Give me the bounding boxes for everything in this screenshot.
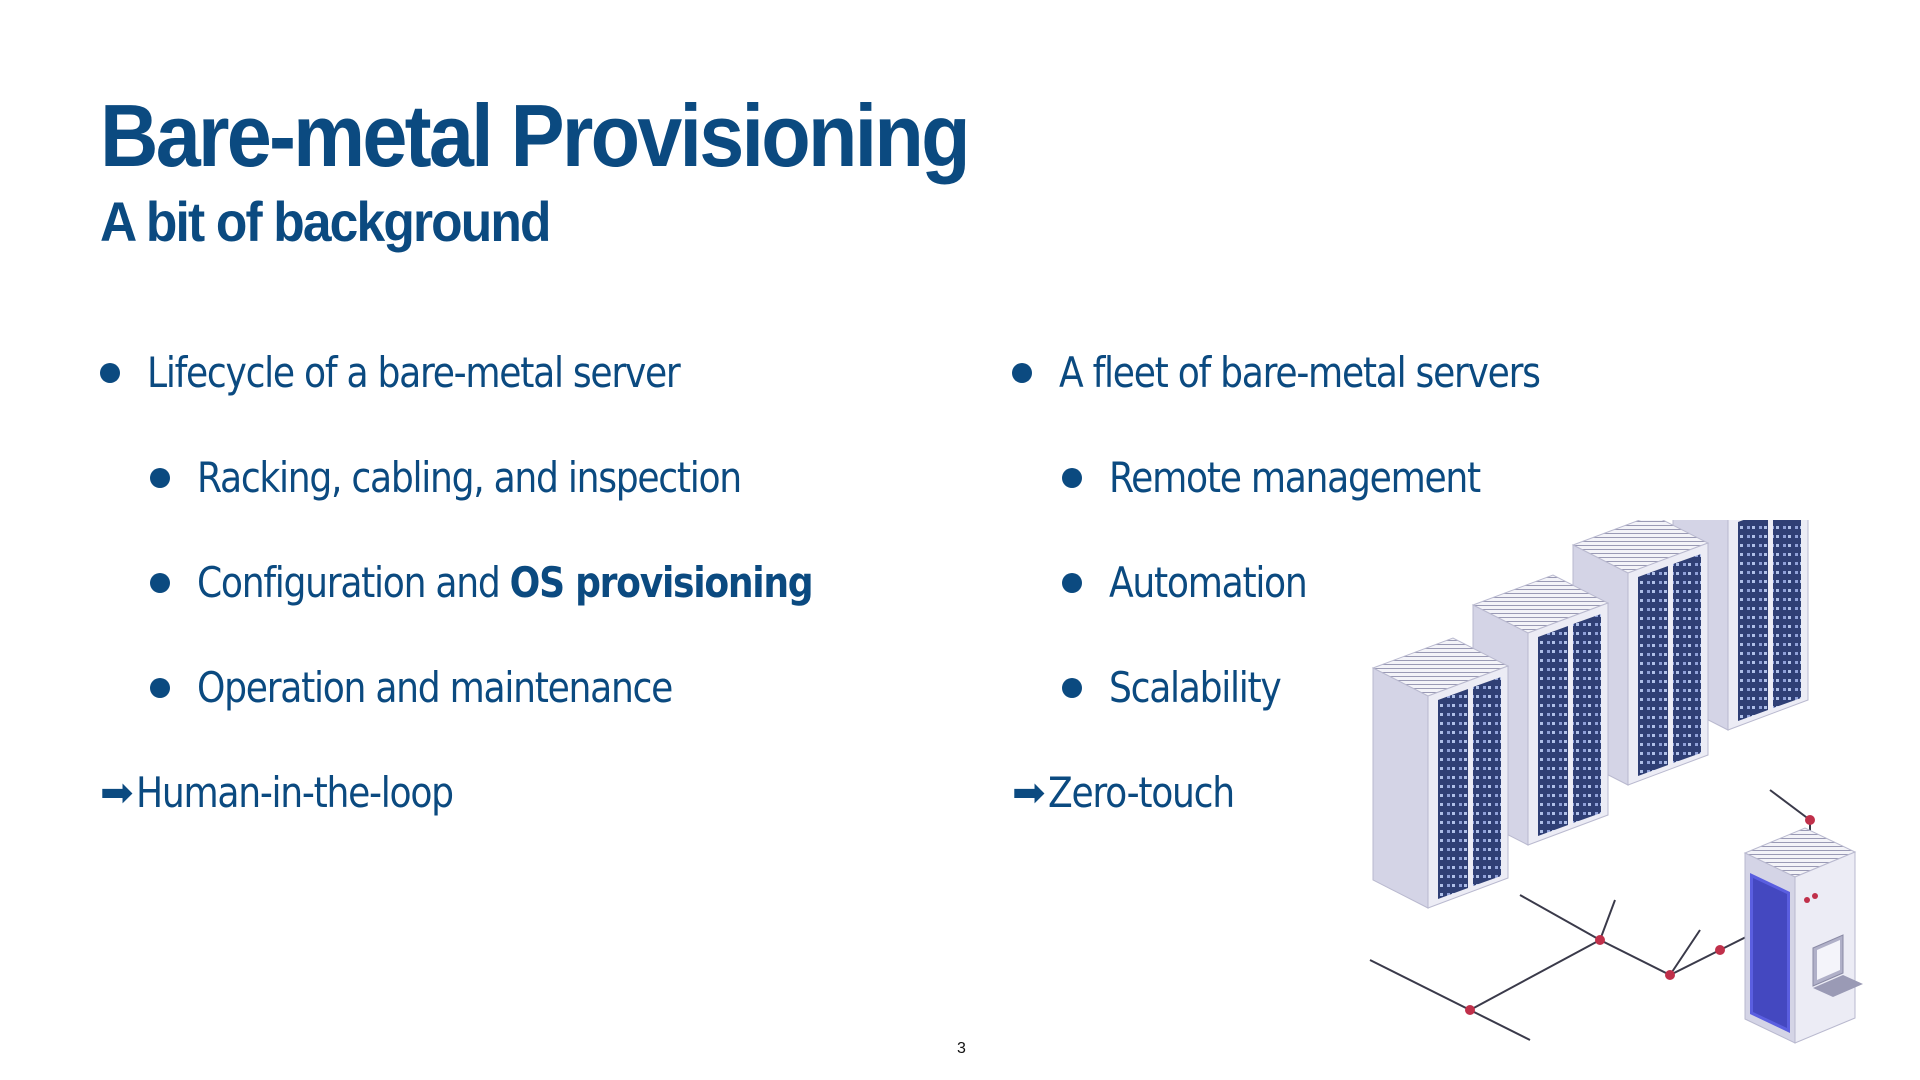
right-column: A fleet of bare-metal servers Remote man… bbox=[1012, 345, 1618, 870]
server-rack bbox=[1571, 520, 1710, 786]
conclusion-line: ➡ Human-in-the-loop bbox=[100, 765, 913, 870]
bullet-text-bold: OS provisioning bbox=[509, 558, 814, 607]
bullet-text: Lifecycle of a bare-metal server bbox=[147, 348, 681, 397]
bullet-text: Racking, cabling, and inspection bbox=[197, 453, 742, 502]
bullet-item: Lifecycle of a bare-metal server bbox=[100, 345, 913, 450]
bullet-text: Configuration and OS provisioning bbox=[197, 555, 814, 611]
conclusion-text: Human-in-the-loop bbox=[135, 768, 454, 817]
cable-connector-dots bbox=[1465, 815, 1815, 1015]
bullet-text: Automation bbox=[1109, 558, 1308, 607]
bullet-text: Scalability bbox=[1109, 663, 1282, 712]
bullet-item: A fleet of bare-metal servers bbox=[1012, 345, 1618, 450]
sub-bullet-item: Remote management bbox=[1012, 450, 1618, 555]
page-number: 3 bbox=[957, 1040, 966, 1057]
left-column: Lifecycle of a bare-metal server Racking… bbox=[100, 345, 913, 870]
sub-bullet-item: Configuration and OS provisioning bbox=[100, 555, 913, 660]
bullet-dot-icon bbox=[100, 363, 120, 383]
conclusion-line: ➡ Zero-touch bbox=[1012, 765, 1618, 870]
sub-bullet-item: Automation bbox=[1012, 555, 1618, 660]
sub-bullet-item: Racking, cabling, and inspection bbox=[100, 450, 913, 555]
server-rack bbox=[1371, 637, 1510, 909]
bullet-dot-icon bbox=[150, 468, 170, 488]
bullet-dot-icon bbox=[1012, 363, 1032, 383]
bullet-text: Remote management bbox=[1109, 453, 1481, 502]
right-arrow-icon: ➡ bbox=[100, 770, 134, 816]
bullet-text: A fleet of bare-metal servers bbox=[1059, 348, 1541, 397]
slide-subtitle: A bit of background bbox=[100, 190, 552, 253]
bullet-dot-icon bbox=[1062, 573, 1082, 593]
bullet-text: Operation and maintenance bbox=[197, 663, 673, 712]
sub-bullet-item: Operation and maintenance bbox=[100, 660, 913, 765]
server-racks-network-illustration bbox=[1369, 520, 1863, 1044]
sub-bullet-item: Scalability bbox=[1012, 660, 1618, 765]
slide-title: Bare-metal Provisioning bbox=[100, 86, 971, 185]
right-arrow-icon: ➡ bbox=[1012, 770, 1046, 816]
bullet-dot-icon bbox=[1062, 468, 1082, 488]
bullet-dot-icon bbox=[150, 678, 170, 698]
conclusion-text: Zero-touch bbox=[1047, 768, 1235, 817]
bullet-dot-icon bbox=[1062, 678, 1082, 698]
bullet-text-plain: Configuration and bbox=[197, 558, 510, 607]
bullet-dot-icon bbox=[150, 573, 170, 593]
management-console bbox=[1743, 827, 1863, 1044]
